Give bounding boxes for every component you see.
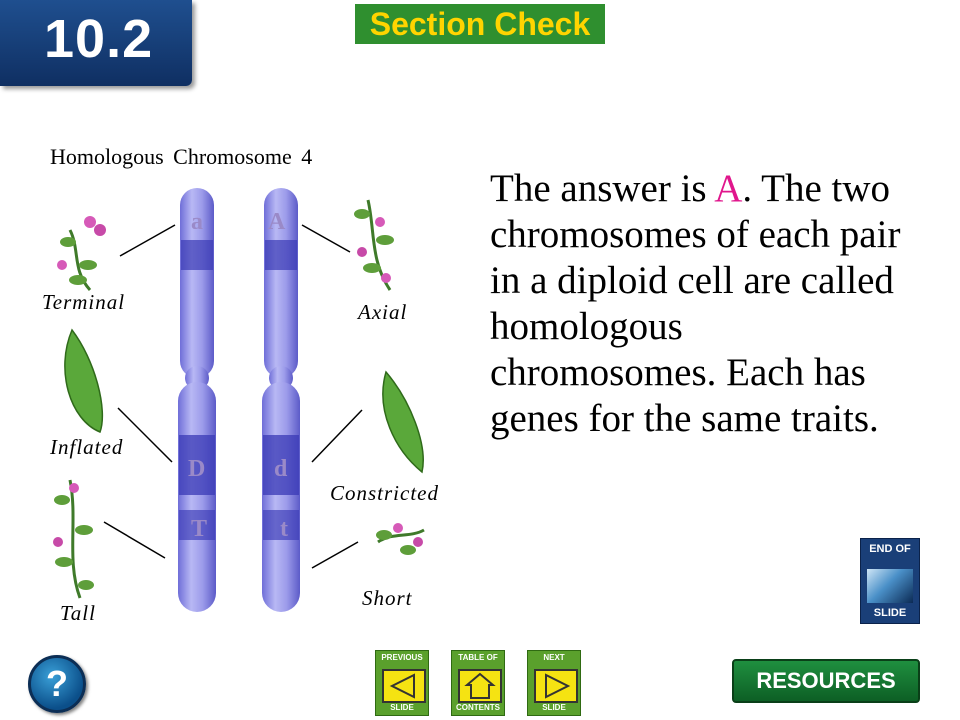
terminal-flower-icon xyxy=(57,216,106,292)
end-of-slide-button[interactable]: END OF SLIDE xyxy=(860,538,920,624)
end-of-slide-bottom-label: SLIDE xyxy=(873,607,907,619)
contents-bottom-label: CONTENTS xyxy=(456,703,500,712)
diagram-title: Homologous Chromosome 4 xyxy=(50,144,313,169)
left-chromosome xyxy=(178,188,216,612)
tall-plant-icon xyxy=(53,479,94,599)
inflated-pod-icon xyxy=(64,328,104,433)
gene-label-left-mid: D xyxy=(188,456,206,482)
gene-label-left-top: a xyxy=(191,209,203,235)
previous-slide-top-label: PREVIOUS xyxy=(381,653,423,662)
short-plant-icon xyxy=(376,523,425,555)
trait-label-axial: Axial xyxy=(358,300,408,324)
gene-label-right-top: A xyxy=(268,209,286,235)
answer-text: The answer is A. The two chromosomes of … xyxy=(490,166,910,442)
home-icon xyxy=(464,672,496,699)
next-slide-bottom-label: SLIDE xyxy=(542,703,566,712)
gene-label-right-mid: d xyxy=(274,456,288,482)
resources-button[interactable]: RESOURCES xyxy=(732,659,920,703)
section-check-banner: Section Check xyxy=(355,4,605,44)
end-of-slide-top-label: END OF xyxy=(869,543,911,555)
axial-flower-icon xyxy=(354,199,394,291)
answer-letter: A xyxy=(714,167,743,210)
next-slide-button[interactable]: NEXT SLIDE xyxy=(527,650,581,716)
help-button[interactable]: ? xyxy=(28,655,86,713)
constricted-pod-icon xyxy=(382,370,424,474)
previous-slide-bottom-label: SLIDE xyxy=(390,703,414,712)
gene-label-left-bot: T xyxy=(191,516,208,542)
trait-label-constricted: Constricted xyxy=(330,481,439,505)
next-slide-top-label: NEXT xyxy=(543,653,565,662)
answer-prefix: The answer is xyxy=(490,167,715,210)
chromosome-diagram xyxy=(53,188,425,612)
arrow-left-icon xyxy=(389,673,415,699)
arrow-right-icon xyxy=(545,673,571,699)
right-chromosome xyxy=(262,188,300,612)
section-number: 10.2 xyxy=(44,9,154,69)
trait-label-inflated: Inflated xyxy=(50,435,124,459)
trait-label-terminal: Terminal xyxy=(42,290,126,314)
previous-slide-button[interactable]: PREVIOUS SLIDE xyxy=(375,650,429,716)
contents-top-label: TABLE OF xyxy=(458,653,498,662)
answer-explanation: . The two chromosomes of each pair in a … xyxy=(490,167,901,440)
whale-tail-icon xyxy=(867,569,913,603)
section-number-tab: 10.2 xyxy=(0,0,192,86)
gene-label-right-bot: t xyxy=(280,516,288,542)
table-of-contents-button[interactable]: TABLE OF CONTENTS xyxy=(451,650,505,716)
trait-label-tall: Tall xyxy=(60,601,96,625)
connector-lines xyxy=(103,224,363,569)
trait-label-short: Short xyxy=(362,586,413,610)
